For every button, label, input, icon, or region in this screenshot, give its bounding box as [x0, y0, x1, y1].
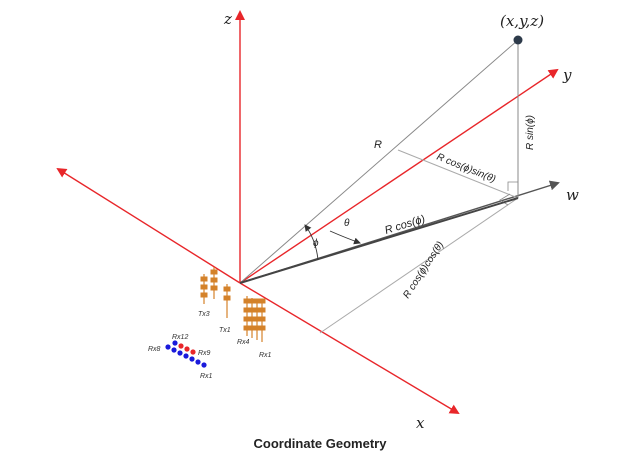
rx12-label: Rx12 — [172, 334, 188, 341]
receiver-dot-array — [165, 340, 207, 368]
right-angle-mark-top — [507, 181, 518, 191]
tx3-label: Tx3 — [198, 311, 210, 318]
r-cos-phi-cos-theta-line — [319, 197, 519, 334]
phi-arc — [304, 224, 319, 261]
x-axis — [239, 282, 460, 415]
r-cos-phi-cos-theta-label: R cos(ϕ)cos(θ) — [401, 240, 446, 301]
z-axis-label: z — [223, 10, 232, 28]
w-axis-label: w — [566, 186, 579, 204]
theta-arc — [329, 230, 361, 245]
tx1-label: Tx1 — [219, 327, 231, 334]
r-vector — [239, 39, 519, 284]
phi-label: ϕ — [313, 238, 319, 249]
rx4-label: Rx4 — [237, 339, 250, 346]
r-label: R — [374, 139, 382, 151]
right-angle-mark-bottom — [499, 193, 511, 206]
x-axis-negative — [56, 167, 241, 284]
rx1-antenna-label: Rx1 — [259, 352, 272, 359]
r-sin-phi-label: R sin(ϕ) — [525, 115, 536, 150]
y-axis — [239, 68, 559, 284]
theta-label: θ — [344, 218, 350, 229]
rx9-label: Rx9 — [198, 350, 211, 357]
y-axis-label: y — [562, 66, 572, 84]
antenna-tx1 — [223, 284, 231, 318]
x-axis-label: x — [416, 414, 425, 432]
antenna-group — [200, 267, 266, 342]
r-cos-phi-sin-theta-line — [397, 149, 519, 199]
antenna-tx3 — [200, 267, 218, 304]
figure-caption: Coordinate Geometry — [253, 436, 387, 451]
point-marker — [513, 35, 523, 45]
antenna-rx-array — [243, 296, 266, 342]
rx8-label: Rx8 — [148, 346, 161, 353]
point-label: (x,y,z) — [500, 12, 544, 30]
rx1-label: Rx1 — [200, 373, 213, 380]
r-cos-phi-vector — [239, 197, 519, 284]
